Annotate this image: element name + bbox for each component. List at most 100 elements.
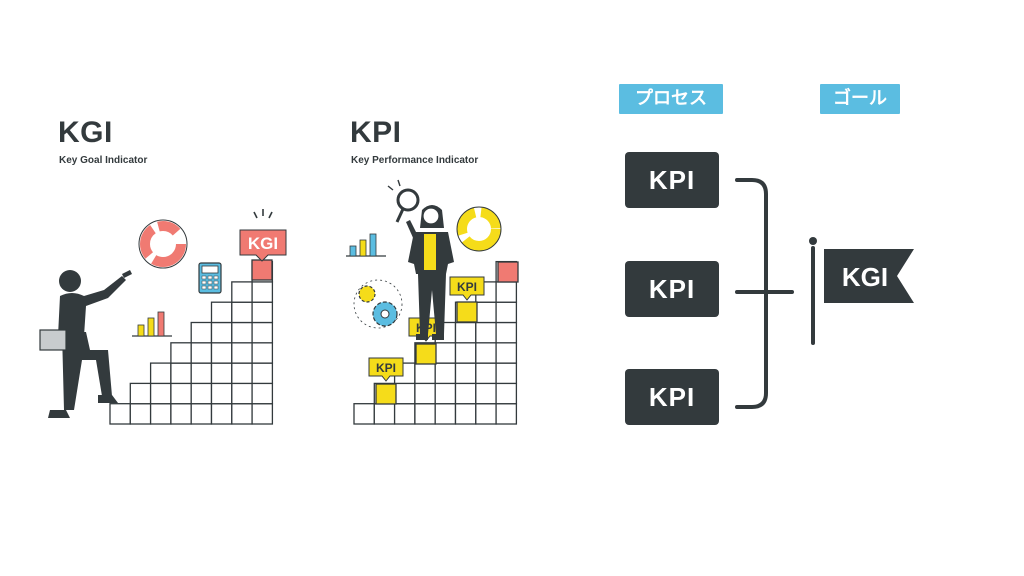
stair-cell [149,362,172,385]
kgi-goal-block [251,259,273,281]
kpi-step-label-3: KPI [449,276,485,301]
kpi-title: KPI [350,116,402,149]
stair-cell [495,342,518,364]
gear-icon [353,279,403,329]
kpi-box-1: KPI [625,152,719,208]
stair-cell [210,382,233,405]
stair-cell [231,403,253,425]
stair-cell [434,403,457,425]
stair-cell [414,382,436,405]
stair-cell [149,382,172,405]
stair-cell [231,362,253,385]
stair-cell [475,403,497,425]
stair-cell [393,403,416,425]
stair-cell [475,382,497,405]
stair-cell [251,281,274,303]
magnifier-sparkles [387,179,401,191]
stair-cell [454,382,477,405]
kpi-staircase [353,260,518,425]
stair-cell [251,403,274,425]
kpi-subtitle: Key Performance Indicator [351,155,479,166]
stair-cell [170,403,192,425]
stair-cell [475,301,497,324]
stair-cell [231,342,253,364]
kgi-flag-text: KGI [248,234,278,253]
kgi-title: KGI [58,116,113,149]
stair-cell [129,382,152,405]
stair-cell [373,403,396,425]
kgi-flag-label: KGI [239,229,287,262]
businessman-icon [39,270,132,418]
kgi-staircase [109,260,274,425]
stair-cell [434,362,457,385]
stair-cell [190,362,213,385]
stair-cell [129,403,152,425]
sparkle-lines [253,209,273,219]
svg-text:KPI: KPI [457,280,477,294]
stair-cell [495,403,518,425]
stair-cell [434,382,457,405]
goal-flag-text: KGI [842,262,888,292]
businesswoman-icon [406,205,454,340]
stair-cell [149,403,172,425]
stair-cell [210,342,233,364]
stair-cell [475,362,497,385]
stair-cell [414,362,436,385]
magnifier-icon [395,188,420,223]
stair-cell [414,403,436,425]
kpi-step-label-1: KPI [368,357,404,382]
bar-chart-icon-kgi [132,311,172,337]
stair-cell [210,362,233,385]
kpi-box-3: KPI [625,369,719,425]
donut-chart-icon [138,219,188,269]
stair-cell [454,362,477,385]
stair-cell [434,342,457,364]
stair-cell [475,321,497,344]
goal-tag: ゴール [820,84,900,114]
kgi-subtitle: Key Goal Indicator [59,155,148,166]
stair-cell [251,362,274,385]
stair-cell [190,321,213,344]
stair-cell [495,301,518,324]
stair-cell [109,403,131,425]
stair-cell [231,321,253,344]
stair-cell [251,301,274,324]
process-tag: プロセス [619,84,723,114]
stair-cell [454,403,477,425]
bracket-connector [735,178,794,409]
stair-cell [251,321,274,344]
stair-cell [251,342,274,364]
kpi-step-block-2 [415,343,437,365]
kpi-box-2: KPI [625,261,719,317]
stair-cell [454,342,477,364]
stair-cell [210,301,233,324]
svg-text:KPI: KPI [376,361,396,375]
calculator-icon [198,262,222,294]
stair-cell [170,362,192,385]
stair-cell [210,403,233,425]
stair-cell [190,403,213,425]
bar-chart-icon-kpi [346,233,386,257]
stair-cell [170,382,192,405]
kpi-step-block-1 [375,383,397,405]
kpi-goal-block [497,261,519,283]
stair-cell [190,382,213,405]
stair-cell [353,403,375,425]
stair-cell [454,321,477,344]
stair-cell [190,342,213,364]
stair-cell [495,362,518,385]
stair-cell [475,342,497,364]
flag-icon: KGI [809,237,914,345]
stair-cell [210,321,233,344]
kpi-step-block-3 [456,301,478,323]
stair-cell [251,382,274,405]
stair-cell [495,281,518,303]
stair-cell [231,382,253,405]
donut-chart-icon-kpi [456,206,502,252]
stair-cell [495,321,518,344]
stair-cell [495,382,518,405]
stair-cell [170,342,192,364]
stair-cell [231,281,253,303]
stair-cell [393,382,416,405]
